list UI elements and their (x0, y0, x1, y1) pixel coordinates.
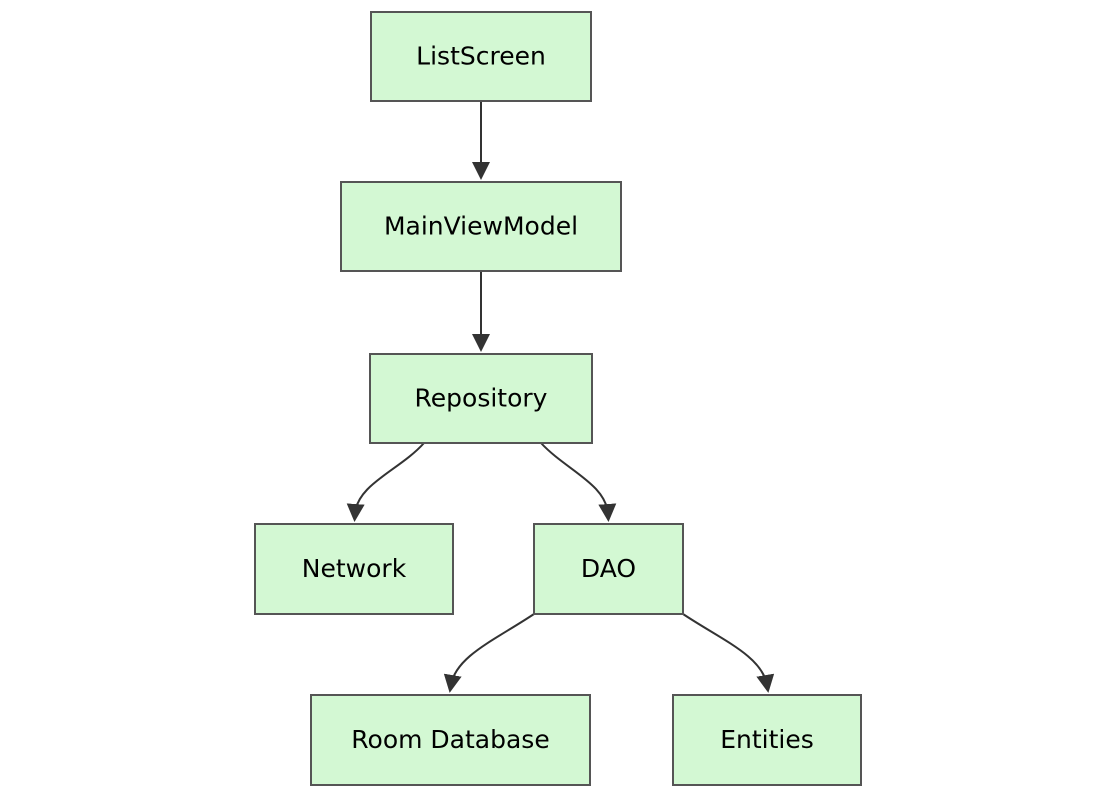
node-roomdatabase[interactable]: Room Database (310, 694, 591, 786)
node-entities[interactable]: Entities (672, 694, 862, 786)
edge-repository-to-network (346, 442, 425, 522)
node-entities-box[interactable] (672, 694, 862, 786)
node-mainviewmodel[interactable]: MainViewModel (340, 181, 622, 272)
node-repository-box[interactable] (369, 353, 593, 444)
node-listscreen[interactable]: ListScreen (370, 11, 592, 102)
edge-dao-to-entities (682, 613, 775, 693)
node-mainviewmodel-box[interactable] (340, 181, 622, 272)
node-dao-box[interactable] (533, 523, 684, 615)
node-repository[interactable]: Repository (369, 353, 593, 444)
edges-layer (346, 101, 775, 693)
node-network[interactable]: Network (254, 523, 454, 615)
node-listscreen-box[interactable] (370, 11, 592, 102)
node-dao[interactable]: DAO (533, 523, 684, 615)
edge-repository-to-dao (540, 442, 617, 522)
edge-dao-to-roomdatabase (443, 613, 535, 693)
nodes-layer: ListScreen MainViewModel Repository Netw… (254, 11, 862, 786)
node-roomdatabase-box[interactable] (310, 694, 591, 786)
node-network-box[interactable] (254, 523, 454, 615)
